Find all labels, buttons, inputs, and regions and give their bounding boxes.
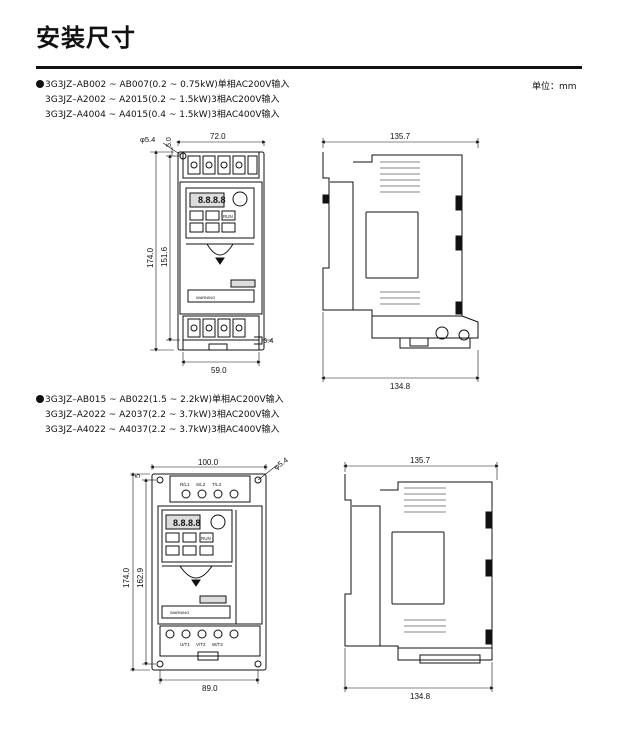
section2-cover-tab-icon xyxy=(179,565,213,579)
section1-warning: WARNING xyxy=(196,295,215,300)
svg-text:U/T1: U/T1 xyxy=(180,642,190,647)
section1-depth-top: 135.7 xyxy=(390,132,411,141)
section2-front-view xyxy=(151,473,267,671)
section2-hole-span: 89.0 xyxy=(202,684,218,693)
section1-front-dimensions xyxy=(150,140,272,366)
section2-front-dimensions xyxy=(130,464,277,684)
section2-hole-dia: φ5.4 xyxy=(272,455,290,471)
section1-bottom-hole: 5.4 xyxy=(263,336,273,345)
section1-knob-icon xyxy=(232,191,248,207)
section1-line-3: 3G3JZ–A4004 ~ A4015(0.4 ~ 1.5kW)3相AC400V… xyxy=(45,110,280,120)
svg-text:V/T2: V/T2 xyxy=(196,642,206,647)
section2-depth-top: 135.7 xyxy=(410,456,431,465)
section2-side-dimensions xyxy=(343,462,499,692)
section1-spec: 3G3JZ–AB002 ~ AB007(0.2 ~ 0.75kW)单相AC200… xyxy=(36,78,289,123)
section2-top-terminals xyxy=(181,489,239,499)
section1-hole-dia: φ5.4 xyxy=(140,135,155,144)
section2-terminal-labels-top: R/L1 S/L2 T/L3 xyxy=(180,482,222,487)
bullet-icon xyxy=(36,80,44,88)
section1-front-dim-labels: 72.0 φ5.4 5.0 174.0 151.6 5.4 59.0 xyxy=(140,132,273,375)
unit-label: 单位：mm xyxy=(532,82,577,92)
section2-line-1: 3G3JZ–AB015 ~ AB022(1.5 ~ 2.2kW)单相AC200V… xyxy=(36,393,284,408)
svg-text:S/L2: S/L2 xyxy=(196,482,206,487)
section1-depth-bottom: 134.8 xyxy=(390,382,411,391)
svg-text:W/T3: W/T3 xyxy=(212,642,223,647)
bullet-icon xyxy=(36,395,44,403)
section1-display: 8.8.8.8 xyxy=(198,195,226,205)
section1-side-view xyxy=(322,152,479,349)
section1-line-2: 3G3JZ–A2002 ~ A2015(0.2 ~ 1.5kW)3相AC200V… xyxy=(45,95,280,105)
section2-bottom-terminals xyxy=(165,629,239,639)
section1-line-1: 3G3JZ–AB002 ~ AB007(0.2 ~ 0.75kW)单相AC200… xyxy=(36,78,289,93)
section2-depth-bottom: 134.8 xyxy=(410,692,431,701)
section2-hole-pitch: 162.9 xyxy=(136,567,145,588)
section1-hole-span: 59.0 xyxy=(211,366,227,375)
title-rule xyxy=(36,66,582,69)
section1-hole-pitch: 151.6 xyxy=(160,246,169,267)
page-title: 安装尺寸 xyxy=(36,24,136,52)
section2-spec: 3G3JZ–AB015 ~ AB022(1.5 ~ 2.2kW)单相AC200V… xyxy=(36,393,284,438)
section2-line-3: 3G3JZ–A4022 ~ A4037(2.2 ~ 3.7kW)3相AC400V… xyxy=(45,425,280,435)
section1-top-terminals xyxy=(187,155,258,175)
section2-terminal-labels-bottom: U/T1 V/T2 W/T3 xyxy=(180,642,223,647)
section2-height: 174.0 xyxy=(122,567,131,588)
section2-display: 8.8.8.8 xyxy=(173,518,201,528)
section2-run-key: RUN xyxy=(201,536,211,541)
section2-top-margin: 5 xyxy=(133,474,142,478)
section1-mount-slot-bottom-icon xyxy=(254,336,263,345)
section1-height: 174.0 xyxy=(146,247,155,268)
svg-text:R/L1: R/L1 xyxy=(180,482,190,487)
section2-side-view xyxy=(344,474,493,664)
section2-line-2: 3G3JZ–A2022 ~ A2037(2.2 ~ 3.7kW)3相AC200V… xyxy=(45,410,280,420)
section1-top-margin: 5.0 xyxy=(166,137,173,147)
section2-front-dim-labels: 100.0 φ5.4 5 174.0 162.9 89.0 xyxy=(122,455,290,693)
section1-side-dimensions xyxy=(321,138,480,382)
section2-warning: WARNING xyxy=(170,610,189,615)
section2-width: 100.0 xyxy=(198,458,219,467)
section1-cover-tab-icon xyxy=(206,243,234,256)
section2-mount-hole-top-icon xyxy=(156,476,164,484)
section1-run-key: RUN xyxy=(223,214,233,219)
svg-text:T/L3: T/L3 xyxy=(212,482,222,487)
section1-front-view xyxy=(177,151,265,351)
section1-bottom-terminals xyxy=(187,318,246,338)
section1-width: 72.0 xyxy=(210,132,226,141)
section2-front-view-text: 8.8.8.8 RUN WARNING R/L1 S/L2 T/L3 U/T1 … xyxy=(170,482,223,647)
section1-front-view-text: 8.8.8.8 RUN WARNING xyxy=(196,195,233,300)
section2-knob-icon xyxy=(210,514,226,530)
